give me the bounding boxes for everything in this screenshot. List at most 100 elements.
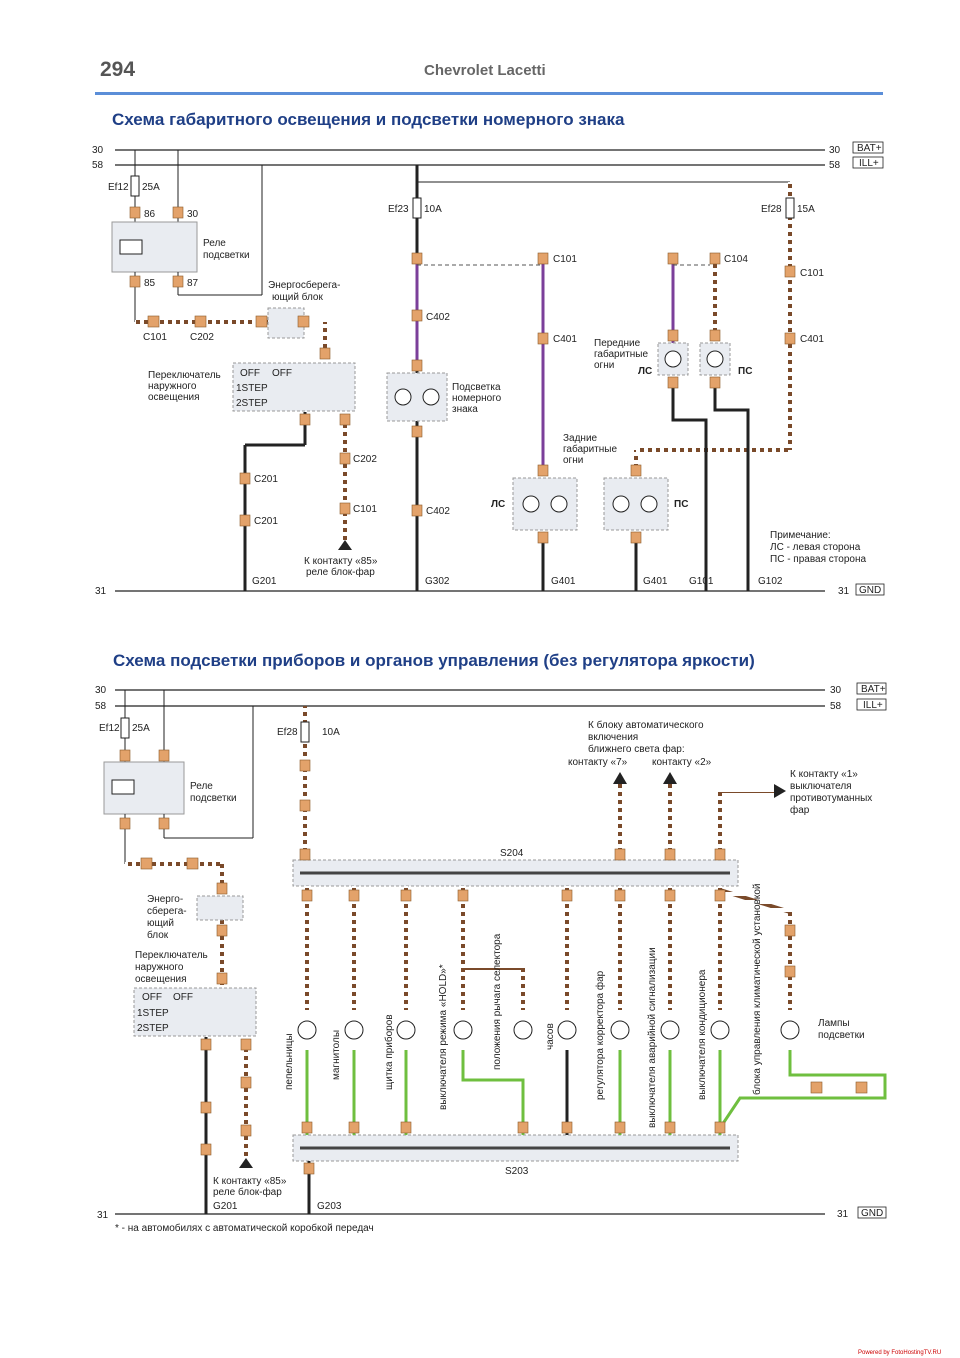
diagram2-title: Схема подсветки приборов и органов управ… xyxy=(113,651,755,670)
bus-30-label: 30 xyxy=(92,145,104,156)
connector-glyph xyxy=(200,1143,212,1156)
connector-c201b: C201 xyxy=(254,516,278,527)
rear-left-side: ЛС xyxy=(491,499,505,510)
switch-pos-1step: 1STEP xyxy=(137,1008,169,1019)
connector-glyph xyxy=(319,347,331,360)
ill-label: ILL+ xyxy=(863,700,883,711)
connector-glyph xyxy=(667,252,679,265)
connector-glyph xyxy=(339,413,351,426)
relay-pin-30: 30 xyxy=(187,209,199,220)
lamp-icon xyxy=(780,1020,800,1040)
footnote: * - на автомобилях с автоматической коро… xyxy=(115,1222,374,1234)
connector-glyph xyxy=(537,464,549,477)
connector-c101d: C101 xyxy=(800,268,824,279)
page-number: 294 xyxy=(100,58,136,81)
rear-right-side: ПС xyxy=(674,499,688,510)
lamp-icon xyxy=(394,388,412,406)
ground-g401b: G401 xyxy=(643,576,668,587)
connector-glyph xyxy=(784,332,796,345)
bus-30-right-label: 30 xyxy=(829,145,841,156)
connector-c104: C104 xyxy=(724,254,748,265)
connector-glyph xyxy=(240,1038,252,1051)
ground-g203: G203 xyxy=(317,1201,342,1212)
connector-glyph xyxy=(614,1121,626,1134)
connector-glyph xyxy=(537,252,549,265)
fog-note-3: противотуманных xyxy=(790,793,872,804)
connector-glyph xyxy=(172,206,184,219)
lamp-icon xyxy=(344,1020,364,1040)
front-left-side: ЛС xyxy=(638,366,652,377)
connector-c101: C101 xyxy=(143,332,167,343)
bus-58-label: 58 xyxy=(95,701,107,712)
connector-glyph xyxy=(299,759,311,772)
lamp-icon xyxy=(557,1020,577,1040)
switch-pos-off2: OFF xyxy=(173,992,193,1003)
connector-glyph xyxy=(303,1162,315,1175)
lamp-icon xyxy=(612,495,630,513)
lamp-icon xyxy=(550,495,568,513)
bat-box xyxy=(852,141,884,154)
connector-glyph xyxy=(129,206,141,219)
connector-glyph xyxy=(186,857,199,870)
diagram1-title: Схема габаритного освещения и подсветки … xyxy=(112,110,625,129)
front-lights-label: Передние xyxy=(594,338,641,349)
lamp-label-clock: часов xyxy=(545,1023,556,1050)
energy-block-label: Энергосберега- xyxy=(268,279,340,291)
connector-glyph xyxy=(216,972,228,985)
connector-c101b: C101 xyxy=(353,504,377,515)
connector-glyph xyxy=(299,413,311,426)
connector-glyph xyxy=(299,848,311,861)
front-lights-label-3: огни xyxy=(594,360,614,371)
relay-coil xyxy=(111,779,135,795)
connector-glyph xyxy=(709,376,721,389)
light-switch xyxy=(232,362,356,412)
arrow-icon xyxy=(239,1158,253,1168)
connector-glyph xyxy=(301,1121,313,1134)
to-relay-note: К контакту «85» xyxy=(213,1176,287,1187)
connector-glyph xyxy=(119,817,131,830)
connector-glyph xyxy=(200,1101,212,1114)
fuse-ef23-label: Ef23 xyxy=(388,204,409,215)
connector-glyph xyxy=(411,252,423,265)
lamp-label-dashboard: щитка приборов xyxy=(383,1014,395,1090)
fuse-ef23-rating: 10A xyxy=(424,204,442,215)
connector-glyph xyxy=(400,889,412,902)
ill-label: ILL+ xyxy=(859,158,879,169)
contact-7-label: контакту «7» xyxy=(568,757,628,768)
connector-glyph xyxy=(667,376,679,389)
connector-glyph xyxy=(239,472,251,485)
connector-glyph xyxy=(517,1121,529,1134)
energy-block xyxy=(196,895,244,921)
lamp-label-hazard: выключателя аварийной сигнализации xyxy=(647,947,658,1128)
fog-note-2: выключателя xyxy=(790,781,852,792)
switch-pos-2step: 2STEP xyxy=(137,1023,169,1034)
arrow-icon xyxy=(613,772,627,784)
connector-glyphs xyxy=(129,206,796,544)
lamp-icon xyxy=(640,495,658,513)
lamp-label-ashtray: пепельницы xyxy=(284,1033,295,1090)
ill-box xyxy=(856,698,887,711)
connector-glyph xyxy=(339,452,351,465)
switch-label-2: наружного xyxy=(135,962,184,973)
connector-glyph xyxy=(411,425,423,438)
lamp-icon xyxy=(664,350,682,368)
fuse-ef28 xyxy=(300,721,310,743)
switch-label: Переключатель xyxy=(135,950,208,961)
lamp-icon xyxy=(297,1020,317,1040)
relay-label: Реле xyxy=(203,238,226,249)
connector-c202b: C202 xyxy=(353,454,377,465)
note-right: ПС - правая сторона xyxy=(770,554,866,565)
connector-glyph xyxy=(411,309,423,322)
switch-pos-off2: OFF xyxy=(272,368,292,379)
connector-glyph xyxy=(411,359,423,372)
bus-58-right-label: 58 xyxy=(830,701,842,712)
connector-glyph xyxy=(667,329,679,342)
connector-glyph xyxy=(784,265,796,278)
connector-glyph xyxy=(784,965,796,978)
lamp-label-radio: магнитолы xyxy=(331,1030,342,1080)
relay-pin-85: 85 xyxy=(144,278,156,289)
bus-31-label: 31 xyxy=(97,1210,109,1221)
connector-glyph xyxy=(301,889,313,902)
lamp-label-selector: положения рычага селектора xyxy=(492,933,503,1070)
connector-glyph xyxy=(255,315,268,328)
